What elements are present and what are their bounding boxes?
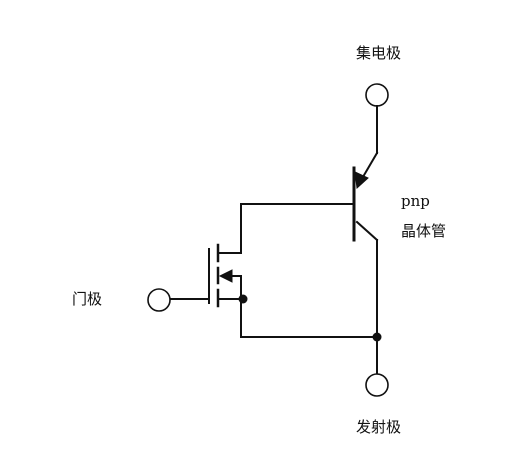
mosfet-body-arrow [218, 269, 233, 283]
collector-label: 集电极 [356, 44, 402, 62]
pnp-emitter-arrow [354, 171, 369, 190]
gate-label: 门极 [72, 290, 103, 308]
transistor-type-label: pnp [401, 192, 430, 210]
source-junction-dot [238, 294, 248, 304]
collector-terminal [365, 83, 389, 107]
emitter-label: 发射极 [356, 418, 402, 436]
pnp-collector-lead [355, 220, 379, 242]
emitter-terminal [365, 373, 389, 397]
gate-terminal [147, 288, 171, 312]
transistor-name-label: 晶体管 [401, 222, 447, 240]
